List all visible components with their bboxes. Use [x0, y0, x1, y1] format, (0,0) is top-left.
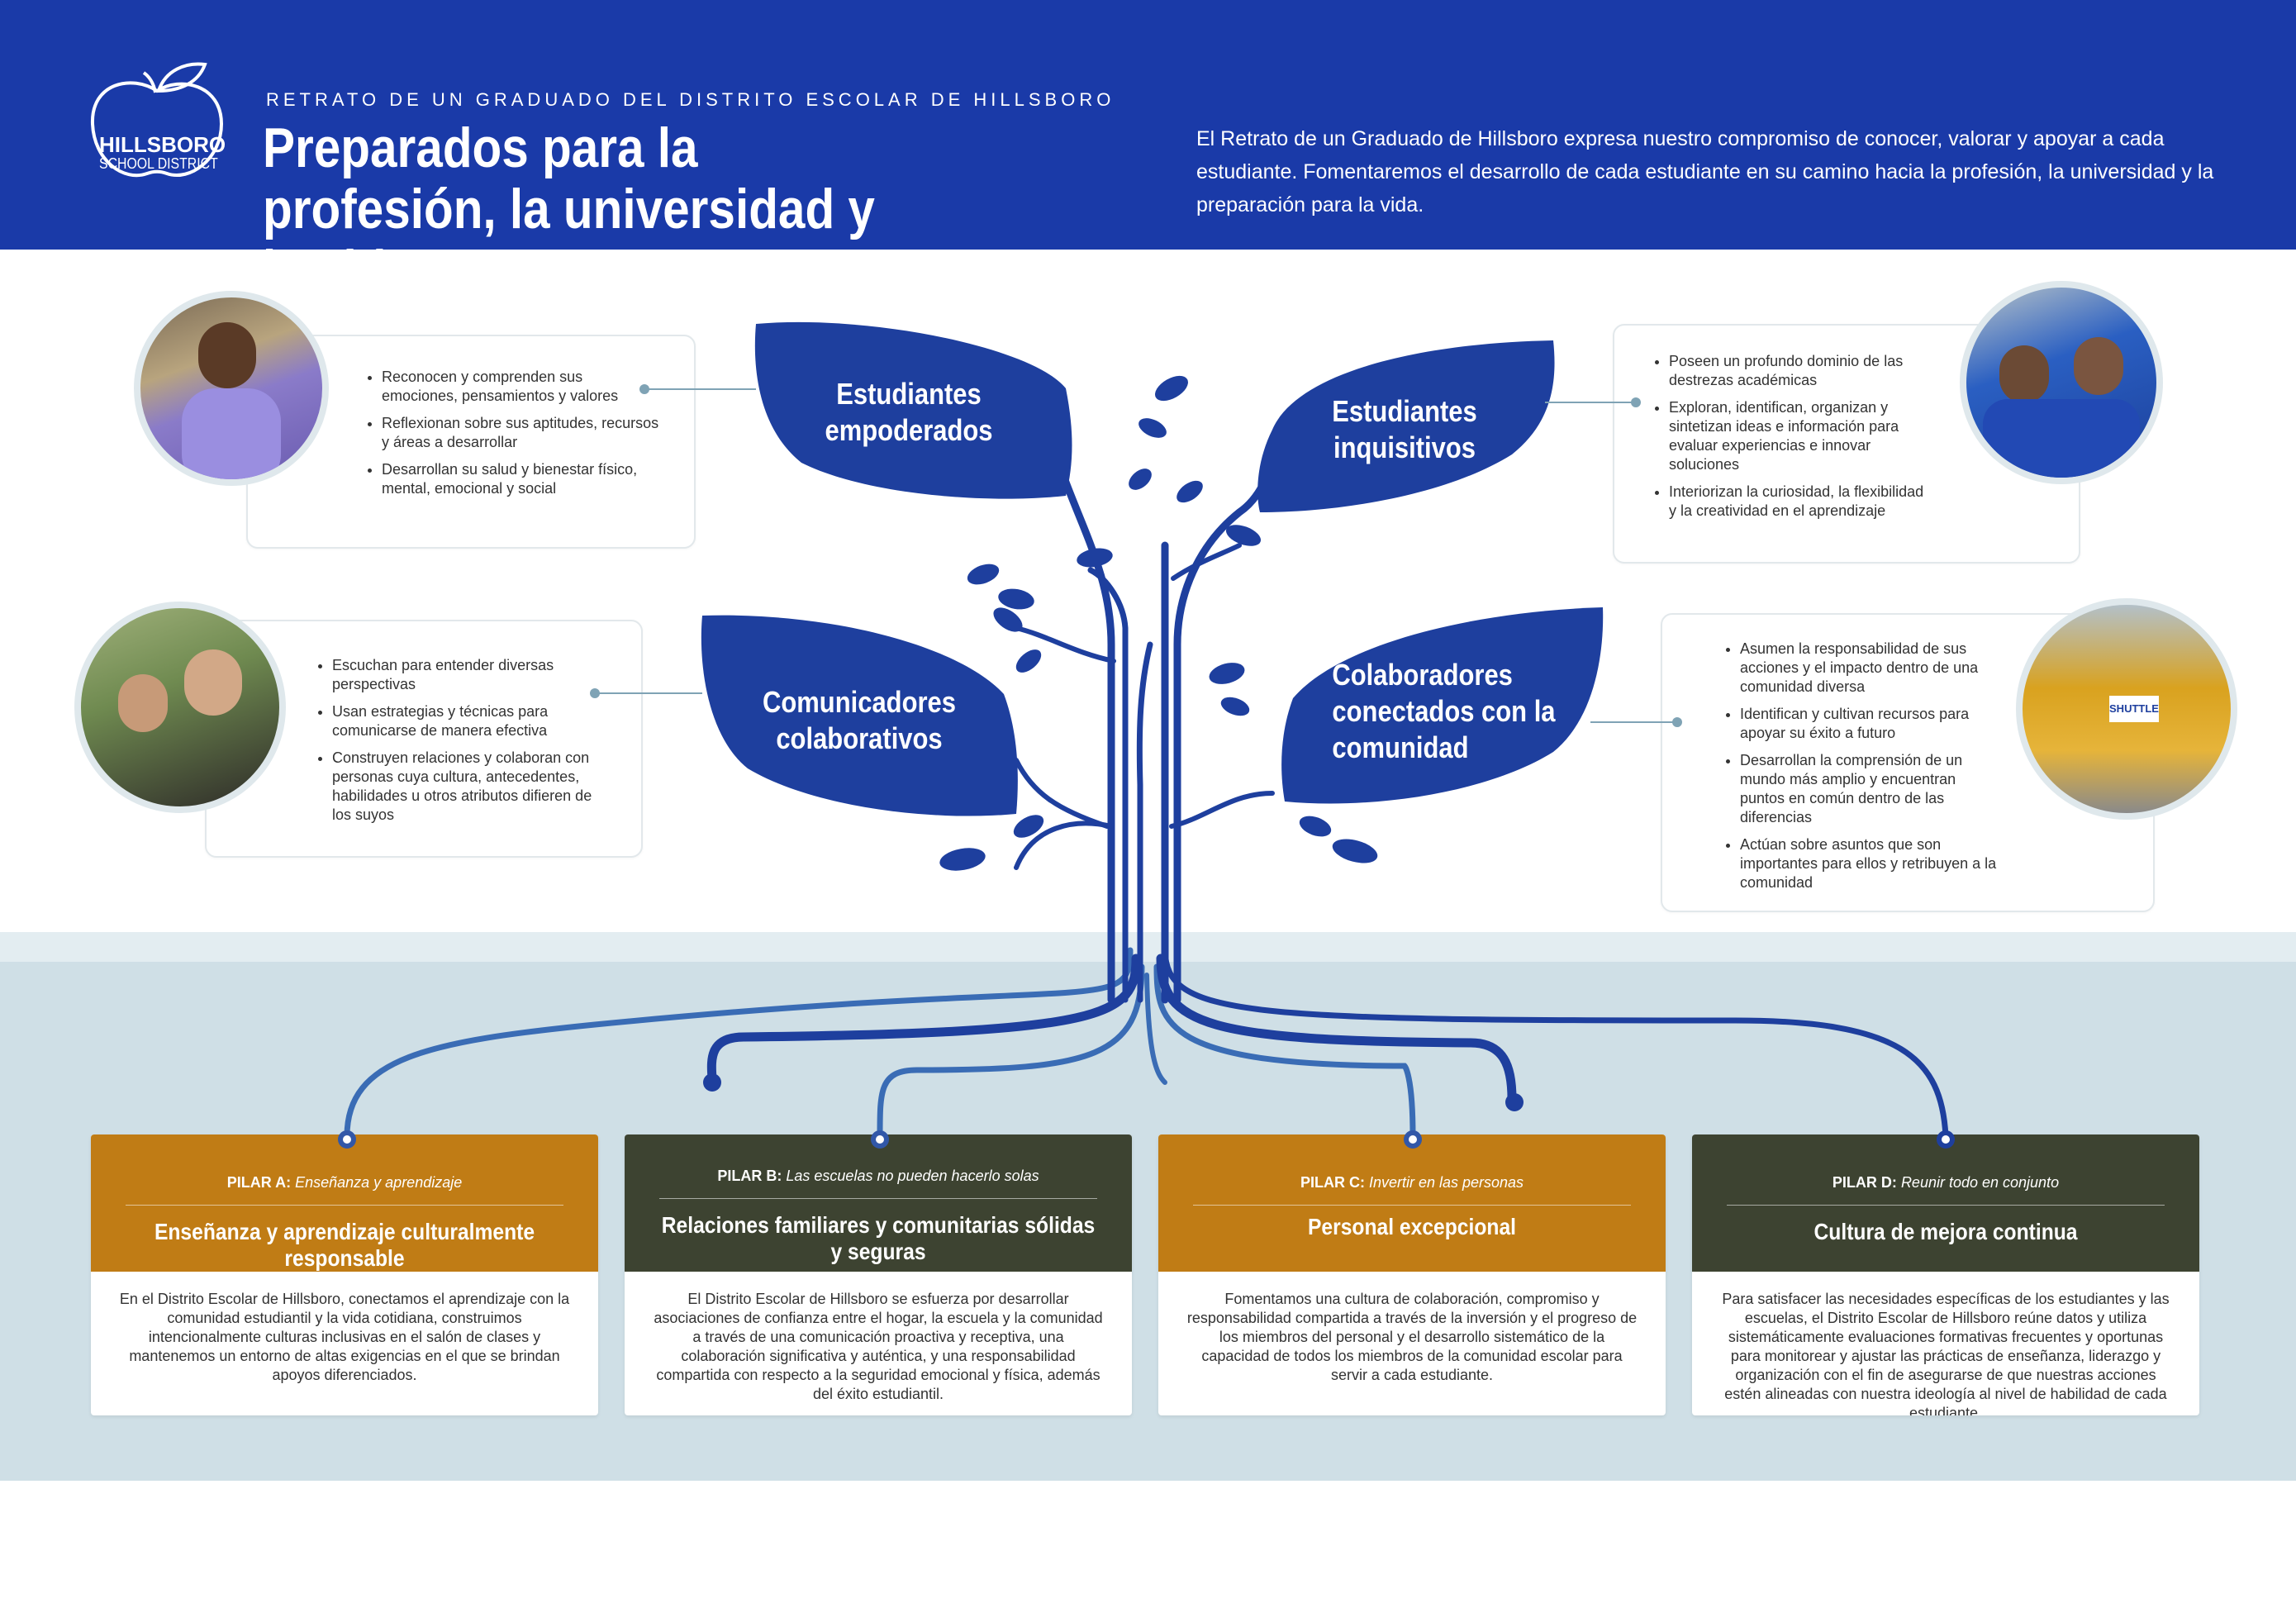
root-line-a	[344, 947, 1134, 1139]
divider	[1193, 1205, 1631, 1206]
connector-dot	[1631, 397, 1641, 407]
pillar-subtitle: Enseñanza y aprendizaje	[295, 1174, 463, 1191]
pillar-body: En el Distrito Escolar de Hillsboro, con…	[119, 1291, 570, 1383]
root-end-dot	[1404, 1130, 1422, 1149]
pillar-header: PILAR C: Invertir en las personas Person…	[1158, 1134, 1666, 1272]
pillar-subtitle: Las escuelas no pueden hacerlo solas	[786, 1168, 1039, 1184]
leaf-colaboradores	[1281, 607, 1604, 804]
divider	[1727, 1205, 2165, 1206]
trait-list: Escuchan para entender diversas perspect…	[314, 656, 605, 825]
trait-card-empoderados: Reconocen y comprenden sus emociones, pe…	[246, 335, 696, 549]
band-divider	[0, 932, 2296, 962]
divider	[126, 1205, 563, 1206]
list-item: Poseen un profundo dominio de las destre…	[1669, 352, 1933, 390]
leaf-empoderados	[754, 321, 1072, 499]
root-line-left-end	[706, 954, 1141, 1083]
trait-list: Poseen un profundo dominio de las destre…	[1651, 352, 1933, 521]
header-banner	[0, 0, 2296, 250]
logo-text-district: SCHOOL DISTRICT	[99, 155, 218, 172]
pillar-subtitle: Reunir todo en conjunto	[1900, 1174, 2060, 1191]
leaf-label-inquisitivos: Estudiantes inquisitivos	[1332, 394, 1477, 464]
pillar-subtitle: Invertir en las personas	[1368, 1174, 1524, 1191]
root-line-right-end	[1156, 954, 1517, 1104]
list-item: Usan estrategias y técnicas para comunic…	[332, 702, 605, 740]
connector-dot	[590, 688, 600, 698]
root-line-b	[877, 963, 1145, 1139]
pillar-a-card: PILAR A: Enseñanza y aprendizaje Enseñan…	[91, 1134, 598, 1415]
leaf-label-colaboradores: Colaboradores conectados con la comunida…	[1332, 658, 1556, 764]
pillar-tag: PILAR D:	[1832, 1174, 1897, 1191]
connector-line	[595, 692, 702, 694]
list-item: Interiorizan la curiosidad, la flexibili…	[1669, 483, 1933, 521]
list-item: Escuchan para entender diversas perspect…	[332, 656, 605, 694]
pillar-body: El Distrito Escolar de Hillsboro se esfu…	[654, 1291, 1103, 1402]
connector-dot	[639, 384, 649, 394]
pillar-header: PILAR D: Reunir todo en conjunto Cultura…	[1692, 1134, 2199, 1272]
hillsboro-logo: HILLSBORO SCHOOL DISTRICT	[83, 58, 231, 190]
shuttle-sign: SHUTTLE	[2109, 696, 2159, 722]
list-item: Actúan sobre asuntos que son importantes…	[1740, 835, 2004, 892]
pillar-tag: PILAR A:	[226, 1174, 292, 1191]
student-photo-2	[1960, 281, 2163, 484]
trait-list: Reconocen y comprenden sus emociones, pe…	[364, 368, 663, 498]
root-end-dot	[1937, 1130, 1955, 1149]
list-item: Identifican y cultivan recursos para apo…	[1740, 705, 2004, 743]
pillar-tag: PILAR B:	[717, 1168, 782, 1184]
pillar-d-card: PILAR D: Reunir todo en conjunto Cultura…	[1692, 1134, 2199, 1415]
root-line-d	[1162, 947, 1949, 1139]
pillar-header: PILAR A: Enseñanza y aprendizaje Enseñan…	[91, 1134, 598, 1272]
list-item: Construyen relaciones y colaboran con pe…	[332, 749, 605, 825]
root-line-c	[1153, 963, 1416, 1139]
pillar-title: Enseñanza y aprendizaje culturalmente re…	[154, 1219, 535, 1271]
leaf-inquisitivos	[1257, 340, 1555, 512]
connector-line	[1590, 721, 1677, 723]
trait-card-comunicadores: Escuchan para entender diversas perspect…	[205, 620, 643, 858]
pillar-title: Personal excepcional	[1307, 1214, 1516, 1239]
list-item: Desarrollan su salud y bienestar físico,…	[382, 460, 663, 498]
page-kicker: RETRATO DE UN GRADUADO DEL DISTRITO ESCO…	[266, 89, 1115, 110]
trait-list: Asumen la responsabilidad de sus accione…	[1722, 640, 2004, 892]
connector-line	[644, 388, 756, 390]
intro-text: El Retrato de un Graduado de Hillsboro e…	[1196, 127, 2214, 216]
list-item: Exploran, identifican, organizan y sinte…	[1669, 398, 1933, 474]
divider	[659, 1198, 1097, 1199]
root-end-dot	[871, 1130, 889, 1149]
pillar-header: PILAR B: Las escuelas no pueden hacerlo …	[625, 1134, 1132, 1272]
connector-line	[1545, 402, 1636, 403]
root-end-dot	[338, 1130, 356, 1149]
list-item: Reconocen y comprenden sus emociones, pe…	[382, 368, 663, 406]
pillar-title: Relaciones familiares y comunitarias sól…	[661, 1212, 1096, 1264]
pillar-body: Fomentamos una cultura de colaboración, …	[1186, 1291, 1638, 1383]
student-photo-3	[74, 602, 286, 813]
list-item: Reflexionan sobre sus aptitudes, recurso…	[382, 414, 663, 452]
student-photo-1	[134, 291, 329, 486]
list-item: Asumen la responsabilidad de sus accione…	[1740, 640, 2004, 697]
logo-text-hillsboro: HILLSBORO	[99, 132, 226, 157]
list-item: Desarrollan la comprensión de un mundo m…	[1740, 751, 2004, 827]
pillar-b-card: PILAR B: Las escuelas no pueden hacerlo …	[625, 1134, 1132, 1415]
leaf-label-empoderados: Estudiantes empoderados	[825, 377, 993, 447]
pillar-body: Para satisfacer las necesidades específi…	[1722, 1291, 2170, 1415]
page-title: Preparados para la profesión, la univers…	[263, 117, 875, 302]
pillar-tag: PILAR C:	[1300, 1174, 1365, 1191]
pillar-c-card: PILAR C: Invertir en las personas Person…	[1158, 1134, 1666, 1415]
leaf-label-comunicadores: Comunicadores colaborativos	[763, 685, 956, 755]
connector-dot	[1672, 717, 1682, 727]
leaf-comunicadores	[701, 615, 1018, 816]
apple-logo-icon	[90, 62, 224, 178]
student-photo-4: SHUTTLE	[2016, 598, 2237, 820]
pillar-title: Cultura de mejora continua	[1814, 1219, 2078, 1244]
